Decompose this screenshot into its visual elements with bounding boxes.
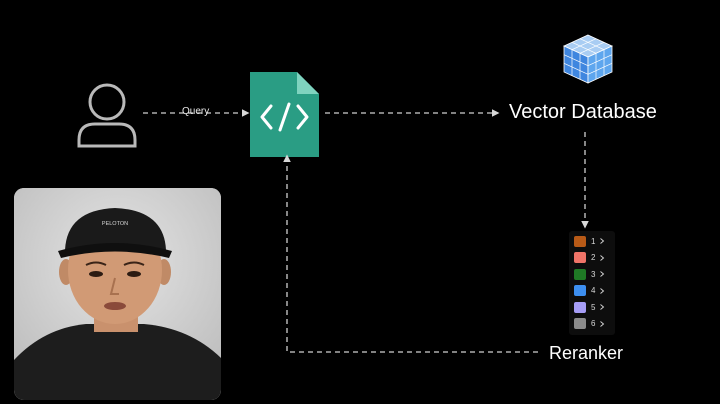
user-outline-icon: [77, 83, 137, 148]
ranked-result-item: 2: [569, 250, 615, 267]
presenter-cap: [65, 208, 166, 250]
vector-database-label: Vector Database: [509, 101, 657, 123]
ranked-result-item: 6: [569, 316, 615, 333]
ranked-result-item: 3: [569, 266, 615, 283]
cube-grid-icon: [563, 34, 613, 84]
chevron-right-icon: [600, 254, 605, 261]
chevron-right-icon: [600, 320, 605, 327]
ranked-result-item: 4: [569, 283, 615, 300]
ranked-results-list: 1 2 3 4 5 6: [569, 231, 615, 335]
result-color-swatch: [574, 318, 586, 330]
result-color-swatch: [574, 285, 586, 297]
return-arrow: [283, 154, 538, 353]
ranked-result-item: 5: [569, 299, 615, 316]
chevron-right-icon: [600, 271, 605, 278]
result-rank-number: 1: [591, 236, 596, 246]
result-rank-number: 6: [591, 319, 596, 329]
result-color-swatch: [574, 268, 586, 280]
result-color-swatch: [574, 252, 586, 264]
reranker-label: Reranker: [549, 343, 624, 363]
result-color-swatch: [574, 235, 586, 247]
code-file-icon: [250, 72, 319, 157]
query-label: Query: [182, 106, 210, 117]
presenter-cap-logo: PELOTON: [102, 221, 128, 227]
presenter-shirt: [14, 324, 221, 400]
result-rank-number: 3: [591, 269, 596, 279]
result-color-swatch: [574, 301, 586, 313]
chevron-right-icon: [600, 304, 605, 311]
result-rank-number: 5: [591, 302, 596, 312]
presenter-video: PELOTON: [14, 188, 221, 400]
result-rank-number: 4: [591, 286, 596, 296]
result-rank-number: 2: [591, 253, 596, 263]
ranked-result-item: 1: [569, 233, 615, 250]
chevron-right-icon: [600, 238, 605, 245]
chevron-right-icon: [600, 287, 605, 294]
